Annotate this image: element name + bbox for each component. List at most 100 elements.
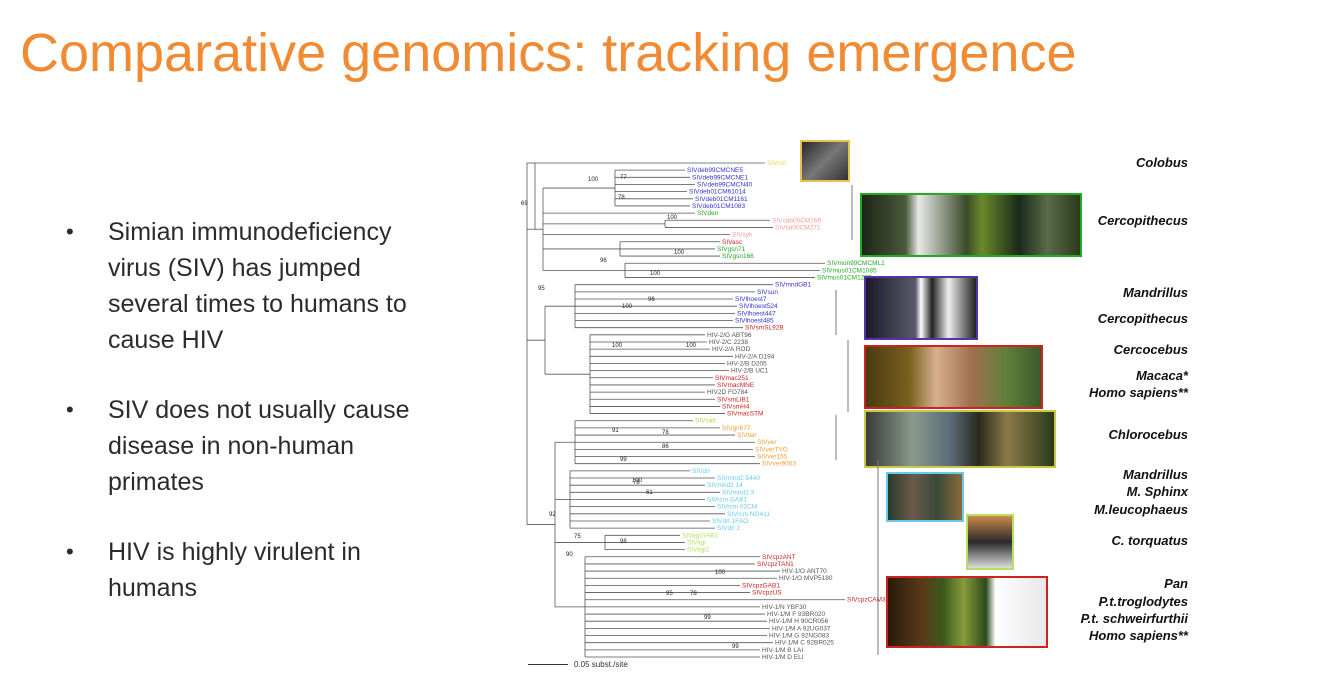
tree-leaf-label: SIVtan bbox=[737, 432, 757, 439]
tree-leaf-label: SIVgsn71 bbox=[717, 246, 746, 253]
tree-leaf-label: HIV-1/M B LAI bbox=[762, 647, 803, 654]
tree-leaf-label: SIVsmSL92B bbox=[745, 325, 784, 332]
bullet-text: SIV does not usually cause disease in no… bbox=[108, 396, 410, 496]
host-label-chlorocebus: Chlorocebus bbox=[1108, 427, 1188, 442]
bullet-dot-icon: • bbox=[66, 219, 74, 244]
host-label-m-leucophaeus: M.leucophaeus bbox=[1094, 502, 1188, 517]
bootstrap-value: 92 bbox=[549, 512, 556, 518]
photo-mandrillus-sphinx bbox=[886, 472, 964, 522]
tree-leaf-label: SIVcpzUS bbox=[752, 590, 782, 597]
host-label-colobus: Colobus bbox=[1136, 155, 1188, 170]
host-label-p-t-troglodytes: P.t.troglodytes bbox=[1098, 594, 1188, 609]
bootstrap-value: 69 bbox=[521, 201, 528, 207]
bootstrap-value: 77 bbox=[620, 175, 627, 181]
page-title: Comparative genomics: tracking emergence bbox=[20, 23, 1077, 83]
tree-leaf-label: SIVlhoest524 bbox=[739, 303, 778, 310]
bootstrap-value: 99 bbox=[732, 644, 739, 650]
tree-leaf-label: SIVcpzCAM3 bbox=[847, 597, 886, 604]
bootstrap-value: 100 bbox=[632, 478, 643, 484]
tree-leaf-label: HIV2D FO784 bbox=[707, 389, 748, 396]
bootstrap-value: 100 bbox=[667, 215, 678, 221]
bootstrap-value: 78 bbox=[618, 195, 625, 201]
tree-leaf-label: SIVdrl bbox=[692, 468, 710, 475]
tree-leaf-label: SIVmnd2 14 bbox=[707, 482, 743, 489]
tree-leaf-label: SIVrcm 02CM bbox=[717, 504, 757, 511]
bootstrap-value: 95 bbox=[666, 591, 673, 597]
tree-leaf-label: SIVden bbox=[697, 210, 719, 217]
tree-leaf-label: SIVverTYO bbox=[755, 446, 788, 453]
bullet-list: • Simian immunodeficiency virus (SIV) has… bbox=[60, 214, 440, 640]
tree-leaf-label: HIV-1/M H 90CR056 bbox=[769, 618, 829, 625]
host-label-cercopithecus-1: Cercopithecus bbox=[1097, 213, 1188, 228]
tree-leaf-label: SIVagi2 bbox=[687, 547, 710, 554]
host-label-homo-sapiens-1: Homo sapiens** bbox=[1089, 385, 1188, 400]
tree-leaf-label: SIVsmH4 bbox=[722, 403, 750, 410]
bootstrap-value: 99 bbox=[620, 457, 627, 463]
tree-leaf-label: SIVsmLIB1 bbox=[717, 396, 750, 403]
bootstrap-value: 96 bbox=[648, 297, 655, 303]
tree-leaf-label: SIVrcm NG411 bbox=[727, 511, 770, 518]
tree-leaf-label: SIVmus01CM1239 bbox=[817, 275, 872, 282]
bootstrap-value: 78 bbox=[633, 480, 640, 486]
host-label-pan: Pan bbox=[1164, 576, 1188, 591]
tree-leaf-label: HIV-1/O MVP5180 bbox=[779, 575, 833, 582]
bootstrap-value: 90 bbox=[566, 552, 573, 558]
tree-leaf-label: SIVdeb01CM1161 bbox=[695, 196, 748, 203]
tree-leaf-label: HIV-2/B D205 bbox=[727, 360, 767, 367]
photo-cercopithecus-group bbox=[860, 193, 1082, 257]
tree-leaf-label: SIVver155 bbox=[757, 454, 788, 461]
tree-leaf-label: SIVgsn166 bbox=[722, 253, 754, 260]
tree-leaf-label: HIV-2/A D194 bbox=[735, 353, 775, 360]
tree-leaf-label: SIVdeb99CMCNE1 bbox=[692, 174, 748, 181]
tree-leaf-label: HIV-1/M G 92NG083 bbox=[769, 633, 829, 640]
host-label-m-sphinx: M. Sphinx bbox=[1126, 484, 1188, 499]
tree-leaf-label: SIVagi bbox=[687, 539, 706, 546]
tree-leaf-label: SIVdeb99CMCN40 bbox=[697, 181, 753, 188]
tree-leaf-label: SIVdeb99CMCNE5 bbox=[687, 167, 743, 174]
bootstrap-value: 100 bbox=[612, 343, 623, 349]
host-label-mandrillus-1: Mandrillus bbox=[1122, 285, 1188, 300]
bootstrap-value: 98 bbox=[620, 539, 627, 545]
host-label-p-t-schweirfurthii: P.t. schweirfurthii bbox=[1080, 611, 1188, 626]
tree-leaf-label: SIVcpzGAB1 bbox=[742, 582, 780, 589]
bootstrap-value: 100 bbox=[715, 570, 726, 576]
bootstrap-value: 78 bbox=[690, 591, 697, 597]
scale-bar: 0.05 subst./site bbox=[528, 660, 628, 669]
tree-leaf-label: SIVver9063 bbox=[762, 461, 796, 468]
tree-leaf-label: HIV-1/M A 92UG037 bbox=[772, 625, 831, 632]
tree-leaf-label: SIVsab00CM266 bbox=[772, 217, 822, 224]
tree-leaf-label: SIVsab bbox=[695, 418, 716, 425]
tree-leaf-label: SIVagiGAB1 bbox=[682, 532, 718, 539]
bootstrap-value: 95 bbox=[538, 286, 545, 292]
photo-colobus bbox=[800, 140, 850, 182]
tree-leaf-label: SIVmnd2 3 bbox=[722, 489, 755, 496]
tree-leaf-label: HIV-1/O ANT70 bbox=[782, 568, 827, 575]
tree-leaf-label: SIVlhoest485 bbox=[735, 318, 774, 325]
host-label-c-torquatus: C. torquatus bbox=[1111, 533, 1188, 548]
host-label-homo-sapiens-2: Homo sapiens** bbox=[1089, 628, 1188, 643]
bootstrap-value: 75 bbox=[574, 534, 581, 540]
bootstrap-value: 100 bbox=[622, 304, 633, 310]
bootstrap-value: 100 bbox=[674, 250, 685, 256]
bullet-text: Simian immunodeficiency virus (SIV) has … bbox=[108, 218, 407, 354]
tree-leaf-label: SIVmnd2 5440 bbox=[717, 475, 760, 482]
tree-leaf-label: SIVcol bbox=[767, 160, 786, 167]
tree-leaf-label: HIV-2/A ROD bbox=[712, 346, 751, 353]
tree-leaf-label: HIV-2/G ABT96 bbox=[707, 332, 752, 339]
host-label-mandrillus-2: Mandrillus bbox=[1122, 467, 1188, 482]
photo-mandrillus-cercopithecus bbox=[864, 276, 978, 340]
tree-leaf-label: SIVmac251 bbox=[715, 375, 749, 382]
tree-leaf-label: SIVdrl 1FAO bbox=[712, 518, 748, 525]
tree-leaf-label: SIVlhoest7 bbox=[735, 296, 767, 303]
photo-pan-group bbox=[886, 576, 1048, 648]
bootstrap-value: 96 bbox=[600, 258, 607, 264]
tree-leaf-label: HIV-1/M C 92BR025 bbox=[775, 640, 834, 647]
tree-leaf-label: SIVmacMNE bbox=[717, 382, 755, 389]
bullet-item: • Simian immunodeficiency virus (SIV) has… bbox=[60, 214, 440, 358]
bootstrap-value: 91 bbox=[612, 428, 619, 434]
tree-leaf-label: HIV-1/M D ELI bbox=[762, 654, 804, 661]
bootstrap-value: 61 bbox=[646, 490, 653, 496]
tree-leaf-label: HIV-1/M F 93BR020 bbox=[767, 611, 826, 618]
phylogenetic-tree: SIVcolSIVdeb99CMCNE5SIVdeb99CMCNE1SIVdeb… bbox=[526, 160, 886, 661]
tree-leaf-label: HIV-1/N YBF30 bbox=[762, 604, 807, 611]
